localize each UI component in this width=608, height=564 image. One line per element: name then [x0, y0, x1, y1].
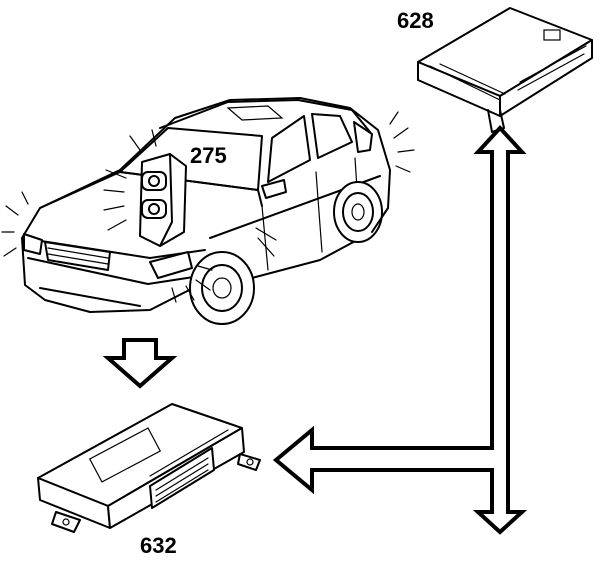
- headlamp-switch-275: [103, 129, 187, 247]
- control-module-632: [37, 403, 261, 533]
- bidirectional-branch-arrow: [272, 125, 528, 535]
- car-illustration: [21, 97, 391, 325]
- callout-628: 628: [397, 8, 434, 33]
- callout-275: 275: [190, 143, 227, 168]
- down-arrow: [102, 338, 178, 389]
- callout-632: 632: [140, 533, 177, 558]
- control-module-628: [417, 7, 593, 133]
- light-rays: [1, 111, 415, 303]
